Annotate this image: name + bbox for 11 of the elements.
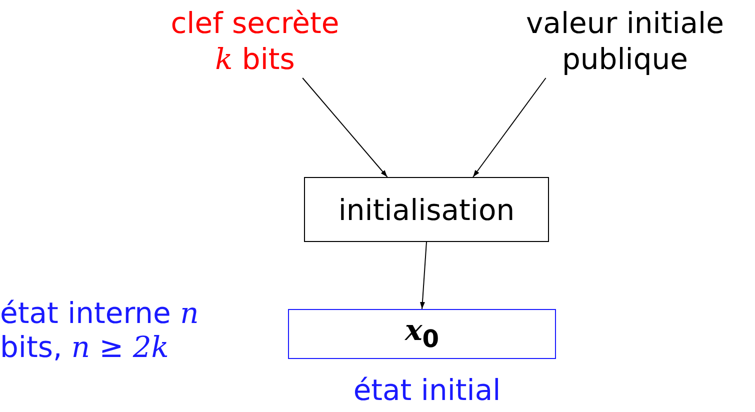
caption-text: état initial: [352, 373, 502, 407]
arrow: [472, 78, 546, 178]
text-label: clef secrète k bits: [170, 5, 340, 77]
caption-text: état interne n bits, n ≥ 2k: [0, 296, 200, 364]
process-box: [288, 309, 556, 359]
box-text: initialisation: [338, 192, 515, 228]
text-label: valeur initiale publique: [525, 5, 725, 77]
arrow: [302, 78, 388, 178]
box-text: x$_{0}$: [404, 312, 440, 354]
process-box: [304, 177, 549, 242]
arrow: [420, 242, 427, 310]
